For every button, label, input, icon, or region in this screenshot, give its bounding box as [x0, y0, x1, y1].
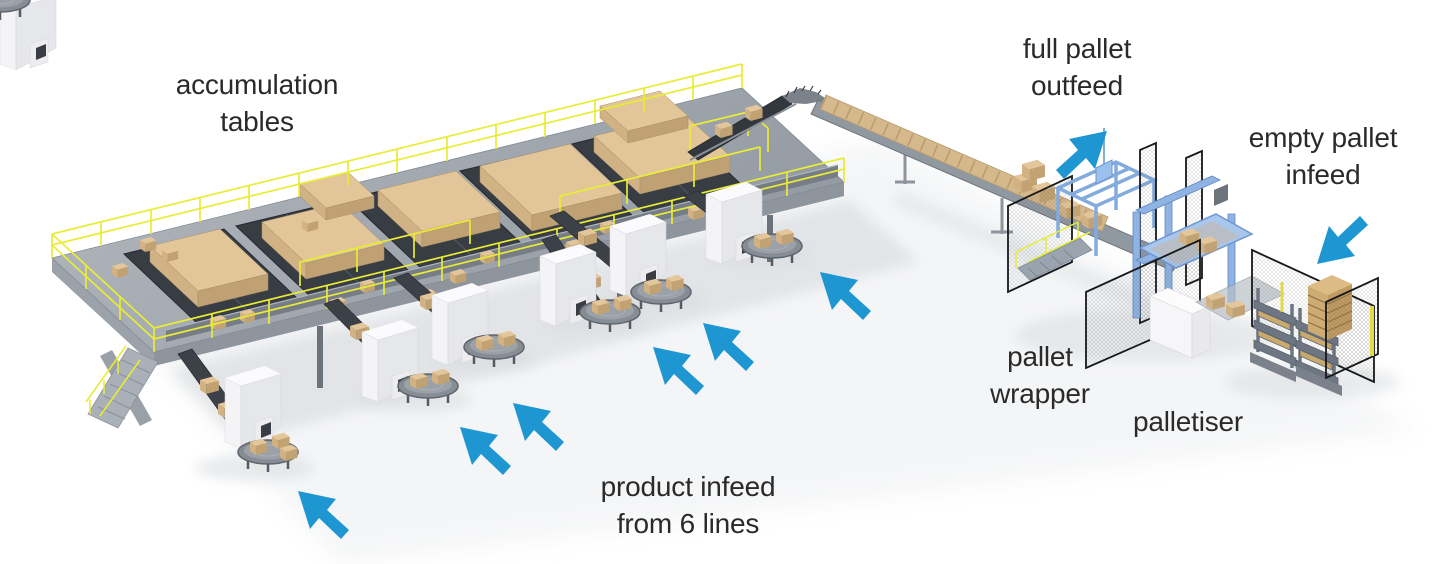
platform-slab-left [52, 258, 154, 366]
pallet-dispenser [1253, 288, 1297, 368]
empty-pallet-infeed-arrow-icon [1317, 216, 1368, 264]
full-pallet-outfeed-arrow-icon [1056, 131, 1107, 179]
label-empty-pallet-infeed: empty pallet infeed [1248, 122, 1398, 190]
product-infeed-arrow-icon [298, 491, 349, 539]
product-infeed-arrow-icon [703, 323, 754, 371]
access-stairs [85, 345, 159, 429]
conveyor-apex-curve [782, 88, 828, 104]
roller-conveyor [1250, 352, 1342, 396]
label-pallet-wrapper: pallet wrapper [990, 341, 1090, 409]
product-infeed-arrow-icon [513, 403, 564, 451]
infeed-line-machines [0, 0, 804, 474]
product-layer-stacks [149, 90, 731, 308]
conveyor-legs [895, 150, 1013, 234]
safety-railing [51, 63, 845, 352]
light-curtain-posts [1280, 282, 1374, 356]
palletiser-machine [1085, 141, 1285, 370]
pallet-wrapper-machine [1007, 128, 1159, 294]
label-product-infeed: product infeed from 6 lines [600, 471, 776, 539]
accumulation-platform [51, 63, 845, 429]
product-infeed-lines [0, 0, 804, 474]
product-infeed-arrow-icon [820, 272, 871, 320]
product-infeed-arrow-icon [653, 347, 704, 395]
empty-pallet-infeed-station [1250, 248, 1379, 396]
label-palletiser: palletiser [1132, 406, 1244, 437]
wrapped-pallet-load [1149, 287, 1211, 359]
platform-slab-front [154, 182, 844, 366]
safety-fence-panel [1325, 276, 1379, 380]
flow-arrows [298, 131, 1368, 539]
label-accumulation-tables: accumulation tables [175, 69, 339, 137]
label-full-pallet-outfeed: full pallet outfeed [1022, 33, 1132, 101]
product-infeed-arrow-icon [460, 427, 511, 475]
access-walkway [1015, 221, 1093, 281]
